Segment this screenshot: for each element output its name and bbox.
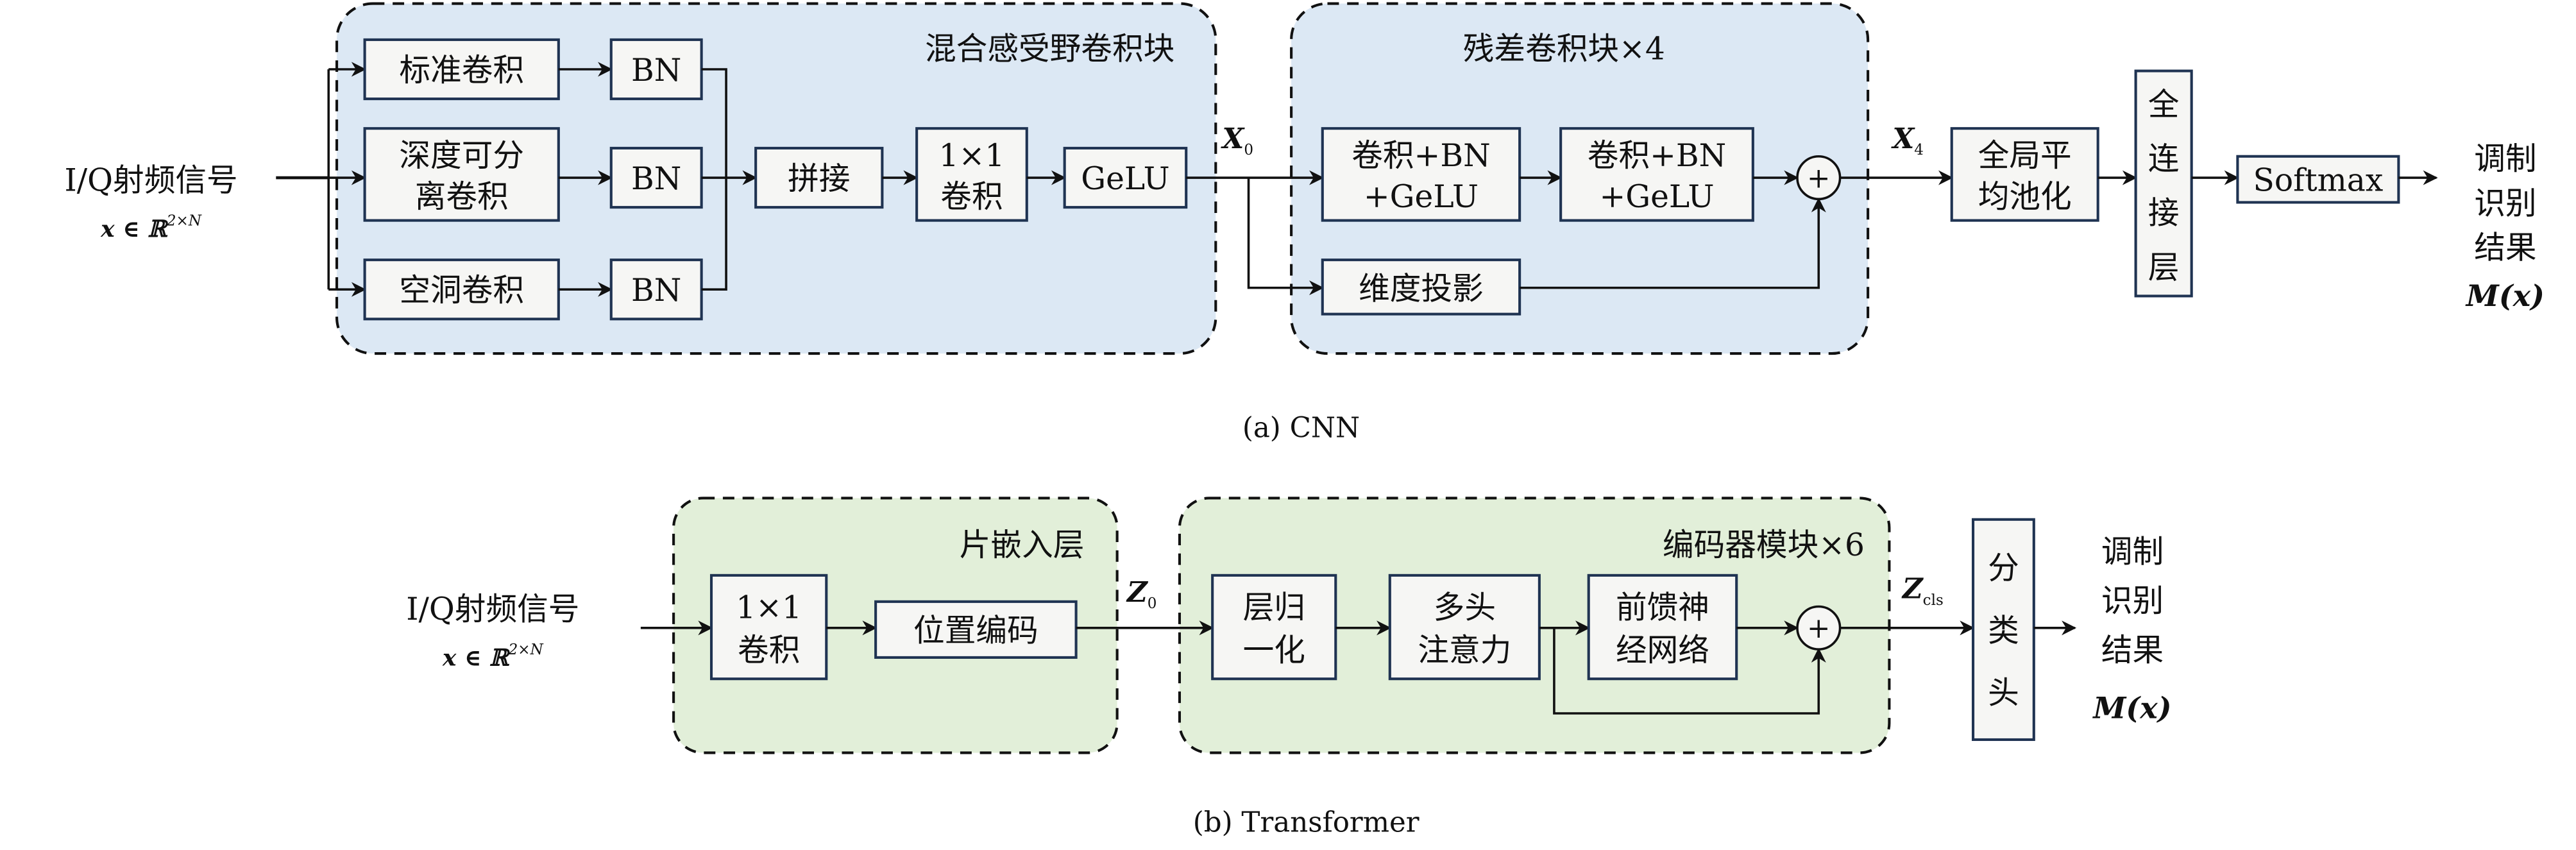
panel-cnn: 混合感受野卷积块 残差卷积块×4 I/Q射频信号 x ∈ ℝ2×N 标准卷积 B… — [65, 2, 2545, 445]
conv-bn-gelu-2-line1: 卷积+BN — [1588, 138, 1726, 174]
projection-to-sum-wire — [1520, 198, 1826, 289]
mhsa-label-2: 注意力 — [1418, 633, 1511, 668]
conv-bn-gelu-box-2 — [1559, 127, 1754, 222]
fc-label-4: 层 — [2148, 250, 2180, 285]
zcls-label: Zcls — [1901, 573, 1944, 609]
bn-box-1 — [609, 38, 703, 101]
feed-forward-box — [1587, 574, 1738, 681]
x0-main: X — [1221, 123, 1246, 155]
depthwise-conv-label-2: 离卷积 — [415, 179, 509, 215]
conv1x1-label-1: 1×1 — [939, 138, 1005, 174]
depthwise-conv-label-1: 深度可分 — [399, 138, 524, 174]
conv1x1-b-label-1: 1×1 — [736, 590, 802, 625]
conv-bn-gelu-1-line2: +GeLU — [1364, 179, 1479, 215]
conv1x1-box — [915, 127, 1028, 222]
output-b-label-1: 调制 — [2101, 534, 2164, 570]
input-formula-sup: 2×N — [166, 212, 202, 229]
gelu-label: GeLU — [1081, 161, 1169, 197]
panel-transformer: 片嵌入层 编码器模块×6 I/Q射频信号 x ∈ ℝ2×N 1×1 卷积 位置编… — [406, 497, 2172, 838]
caption-cnn: (a) CNN — [1242, 412, 1360, 445]
encoder-skip-wire — [1553, 627, 1826, 715]
concat-label: 拼接 — [788, 161, 850, 197]
fc-label-2: 连 — [2148, 141, 2180, 177]
cls-head-label-3: 头 — [1988, 676, 2019, 711]
residual-sum-symbol: + — [1807, 162, 1830, 194]
x4-sub: 4 — [1914, 142, 1924, 158]
projection-branch-wire — [1247, 178, 1325, 296]
softmax-label: Softmax — [2253, 163, 2383, 199]
z0-label: Z0 — [1126, 576, 1157, 612]
gelu-box — [1063, 146, 1188, 209]
projection-box — [1321, 259, 1521, 316]
caption-transformer: (b) Transformer — [1193, 806, 1419, 838]
gap-label-2: 均池化 — [1978, 179, 2072, 215]
bn-label-2: BN — [631, 161, 681, 197]
merge-wire-top — [701, 68, 727, 291]
encoder-title: 编码器模块×6 — [1663, 527, 1865, 563]
layer-norm-label-1: 层归 — [1243, 590, 1305, 625]
residual-block-title: 残差卷积块×4 — [1463, 31, 1665, 67]
zcls-main: Z — [1901, 573, 1924, 606]
pos-enc-label: 位置编码 — [913, 613, 1038, 649]
conv1x1-b-label-2: 卷积 — [738, 633, 800, 668]
x0-sub: 0 — [1244, 142, 1253, 158]
dilated-conv-label: 空洞卷积 — [399, 273, 524, 309]
x4-main: X — [1891, 123, 1916, 155]
output-label-3: 结果 — [2474, 230, 2536, 266]
mhsa-label-1: 多头 — [1434, 590, 1496, 625]
fc-label-1: 全 — [2148, 87, 2180, 123]
output-label-2: 识别 — [2474, 185, 2536, 221]
z0-sub: 0 — [1148, 595, 1157, 612]
concat-box — [754, 146, 884, 209]
x4-label: X4 — [1891, 123, 1924, 158]
conv-bn-gelu-box-1 — [1321, 127, 1521, 222]
standard-conv-box — [363, 38, 560, 101]
input-formula-b-sup: 2×N — [508, 642, 544, 658]
conv1x1-box-b — [709, 574, 828, 681]
standard-conv-label: 标准卷积 — [399, 53, 524, 89]
fc-label-3: 接 — [2148, 196, 2180, 232]
positional-encoding-box — [874, 600, 1078, 659]
input-signal-label-b: I/Q射频信号 — [406, 591, 579, 627]
ffn-label-2: 经网络 — [1616, 633, 1709, 668]
input-signal-label: I/Q射频信号 — [65, 163, 238, 199]
cls-head-label-1: 分 — [1988, 550, 2019, 586]
input-formula-b-main: x ∈ ℝ — [442, 645, 511, 672]
conv1x1-label-2: 卷积 — [940, 179, 1003, 215]
bn-label-3: BN — [631, 273, 681, 309]
projection-label: 维度投影 — [1359, 271, 1484, 307]
depthwise-separable-conv-box — [363, 127, 560, 222]
patch-embed-title: 片嵌入层 — [960, 527, 1085, 563]
mixed-block-title: 混合感受野卷积块 — [925, 31, 1174, 67]
output-b-formula: M(x) — [2092, 691, 2171, 726]
output-b-label-2: 识别 — [2101, 583, 2164, 619]
input-formula-b: x ∈ ℝ2×N — [442, 642, 544, 672]
input-formula-main: x ∈ ℝ — [100, 216, 169, 242]
global-avg-pool-box — [1950, 127, 2099, 222]
output-label-1: 调制 — [2474, 141, 2536, 177]
z0-main: Z — [1126, 576, 1149, 609]
layer-norm-box — [1211, 574, 1337, 681]
output-b-label-3: 结果 — [2101, 633, 2164, 668]
ffn-label-1: 前馈神 — [1616, 590, 1709, 625]
fully-connected-box — [2134, 69, 2193, 298]
classification-head-box — [1971, 518, 2035, 742]
layer-norm-label-2: 一化 — [1243, 633, 1305, 668]
bn-box-2 — [609, 146, 703, 209]
cls-head-label-2: 类 — [1988, 613, 2019, 649]
zcls-sub: cls — [1923, 592, 1944, 609]
conv-bn-gelu-2-line2: +GeLU — [1599, 179, 1714, 215]
bn-label-1: BN — [631, 53, 681, 89]
output-formula: M(x) — [2465, 278, 2545, 313]
x0-label: X0 — [1221, 123, 1253, 158]
gap-label-1: 全局平 — [1978, 138, 2072, 174]
conv-bn-gelu-1-line1: 卷积+BN — [1352, 138, 1490, 174]
encoder-sum-symbol: + — [1807, 613, 1830, 645]
softmax-box — [2236, 155, 2400, 204]
input-formula: x ∈ ℝ2×N — [100, 212, 202, 242]
